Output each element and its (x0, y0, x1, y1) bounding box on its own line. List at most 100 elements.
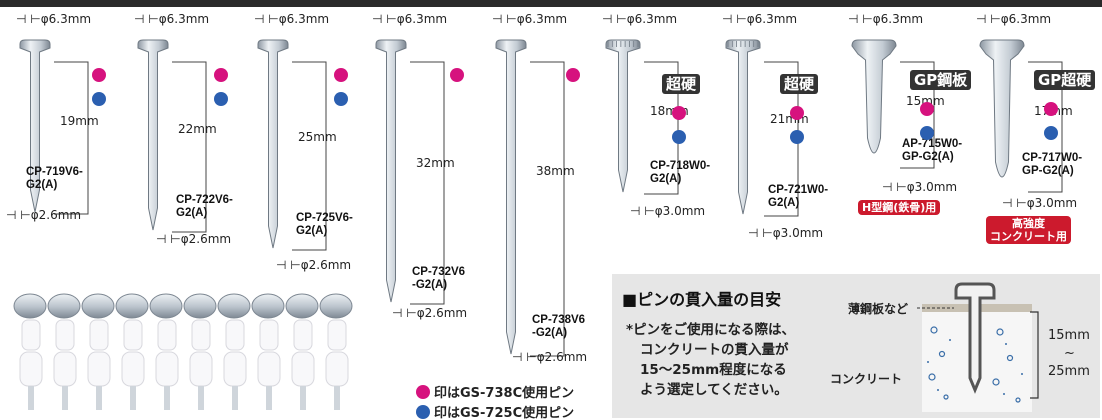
pin-model-code-line: CP-725V6- (296, 212, 353, 224)
depth-tilde: ~ (1064, 346, 1075, 361)
magenta-dot-icon (334, 68, 348, 82)
shank-diameter-label: ⊣ ⊢φ2.6mm (156, 232, 232, 246)
magenta-dot-icon (920, 102, 934, 116)
top-rule (0, 0, 1102, 7)
pin-icon (257, 39, 289, 249)
pin-model-code-line: -G2(A) (412, 279, 448, 291)
pin-icon (495, 39, 527, 355)
head-diameter-label: ⊣ ⊢φ6.3mm (492, 12, 568, 26)
shank-diameter-label: ⊣ ⊢φ2.6mm (276, 258, 352, 272)
pin-body (137, 39, 169, 231)
pin-icon (851, 39, 897, 154)
pin-model-code: CP-719V6-G2(A) (26, 166, 83, 192)
pin-model-code-line: CP-719V6- (26, 166, 83, 178)
guide-line: よう選定してください。 (640, 382, 788, 398)
strip-pin-icon (251, 293, 285, 410)
pin-length-label: 19mm (60, 114, 99, 128)
blue-dot-icon (214, 92, 228, 106)
pin-model-code: CP-721W0-G2(A) (768, 184, 828, 210)
strip-pin-icon (115, 293, 149, 410)
pin-body (725, 39, 761, 215)
pin-model-code-line: G2(A) (296, 225, 328, 237)
collated-pin-strip (13, 293, 353, 410)
label-steel-sheet: 薄鋼板など (848, 302, 909, 316)
strip-pin-icon (285, 293, 319, 410)
magenta-dot-icon (416, 385, 430, 399)
pin-body (605, 39, 641, 193)
pin-model-code: CP-725V6-G2(A) (296, 212, 353, 238)
blue-dot-icon (790, 130, 804, 144)
pin-icon (375, 39, 407, 303)
magenta-dot-icon (214, 68, 228, 82)
pin-type-badge: 超硬 (662, 74, 701, 94)
penetration-diagram (917, 282, 1032, 412)
strip-pin-icon (47, 293, 81, 410)
legend-row: 印はGS-738C使用ピン (416, 382, 574, 401)
blue-dot-icon (920, 126, 934, 140)
shank-diameter-label: ⊣ ⊢φ2.6mm (6, 208, 82, 222)
depth-bracket (1030, 311, 1039, 399)
magenta-dot-icon (790, 106, 804, 120)
head-diameter-label: ⊣ ⊢φ6.3mm (602, 12, 678, 26)
pin-type-badge: GP超硬 (1034, 70, 1096, 90)
depth-to: 25mm (1048, 364, 1090, 379)
shank-diameter-label: ⊣ ⊢φ3.0mm (630, 204, 706, 218)
strip-pin-icon (149, 293, 183, 410)
head-diameter-label: ⊣ ⊢φ6.3mm (848, 12, 924, 26)
pin-icon (605, 39, 641, 193)
magenta-dot-icon (672, 106, 686, 120)
pin-body (375, 39, 407, 303)
magenta-dot-icon (1044, 102, 1058, 116)
pin-model-code-line: AP-715W0- (902, 138, 963, 150)
usage-note-line: 高強度 (1012, 217, 1045, 230)
length-bracket (1028, 61, 1063, 193)
concrete-aggregate (928, 326, 1021, 403)
penetration-guide-panel: ■ピンの貫入量の目安 *ピンをご使用になる際は、 コンクリートの貫入量が 15～… (612, 274, 1100, 418)
guide-line: *ピンをご使用になる際は、 (626, 322, 796, 338)
usage-note-line: H型鋼(鉄骨)用 (862, 201, 937, 214)
head-diameter-label: ⊣ ⊢φ6.3mm (254, 12, 330, 26)
shank-diameter-label: ⊣ ⊢φ2.6mm (392, 306, 468, 320)
strip-pin-icon (217, 293, 251, 410)
length-bracket (54, 61, 89, 215)
pin-model-code-line: G2(A) (768, 197, 800, 209)
pin-model-code-line: CP-717W0- (1022, 152, 1083, 164)
pin-icon (19, 39, 51, 213)
strip-pin-icon (183, 293, 217, 410)
length-bracket (530, 61, 565, 357)
magenta-dot-icon (450, 68, 464, 82)
legend-row: 印はGS-725C使用ピン (416, 402, 574, 420)
pin-model-code-line: CP-732V6 (412, 266, 466, 278)
pin-model-code: AP-715W0-GP-G2(A) (902, 138, 962, 164)
pin-model-code-line: G2(A) (26, 179, 58, 191)
pin-model-code-line: CP-721W0- (768, 184, 829, 196)
pin-body (495, 39, 527, 355)
head-diameter-label: ⊣ ⊢φ6.3mm (976, 12, 1052, 26)
magenta-dot-icon (92, 68, 106, 82)
blue-dot-icon (1044, 126, 1058, 140)
pin-body (19, 39, 51, 213)
pin-icon (137, 39, 169, 231)
pin-model-code-line: G2(A) (176, 207, 208, 219)
pin-model-code-line: GP-G2(A) (1022, 165, 1074, 177)
pin-icon (979, 39, 1025, 178)
pin-model-code-line: -G2(A) (532, 327, 568, 339)
pin-model-code-line: CP-738V6 (532, 314, 586, 326)
shank-diameter-label: ⊣ ⊢φ3.0mm (1002, 196, 1078, 210)
pin-model-code: CP-738V6-G2(A) (532, 314, 585, 340)
pin-length-label: 15mm (906, 94, 945, 108)
shank-diameter-label: ⊣ ⊢φ3.0mm (882, 180, 958, 194)
usage-note-badge: H型鋼(鉄骨)用 (858, 200, 941, 215)
pin-type-badge: 超硬 (780, 74, 819, 94)
guide-body: *ピンをご使用になる際は、 コンクリートの貫入量が 15～25mm程度になる よ… (626, 320, 795, 400)
head-diameter-label: ⊣ ⊢φ6.3mm (134, 12, 210, 26)
concrete-grain (927, 339, 1023, 395)
length-bracket (172, 61, 207, 233)
pin-length-label: 32mm (416, 156, 455, 170)
strip-pin-icon (81, 293, 115, 410)
head-diameter-label: ⊣ ⊢φ6.3mm (372, 12, 448, 26)
pin-model-code: CP-732V6-G2(A) (412, 266, 465, 292)
shank-diameter-label: ⊣ ⊢φ2.6mm (512, 350, 588, 364)
strip-pin-icon (319, 293, 353, 410)
blue-dot-icon (334, 92, 348, 106)
